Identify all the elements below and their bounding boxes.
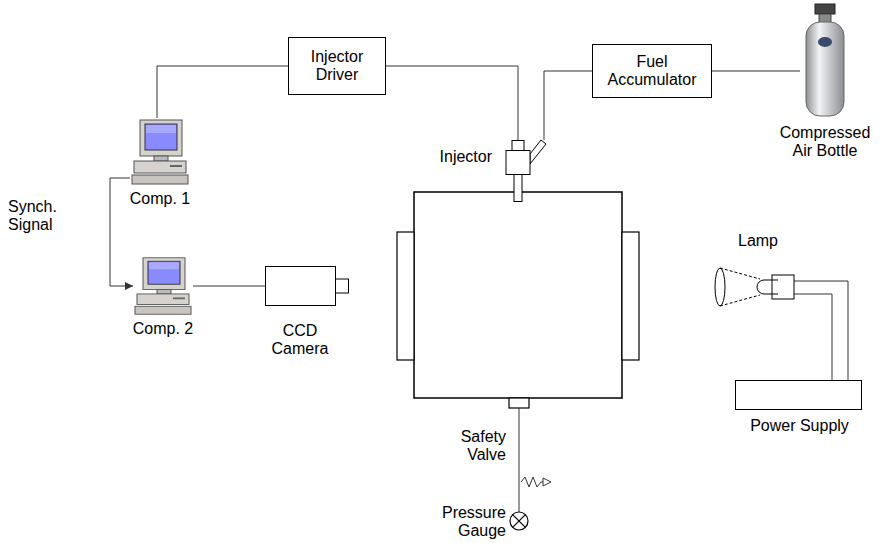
- connector: [110, 178, 133, 286]
- signal-label: Synch. Signal: [8, 198, 72, 235]
- gauge-pipe: [519, 408, 520, 512]
- node-label: Comp. 1: [120, 190, 200, 208]
- label-holder: Power Supply: [736, 417, 863, 435]
- gauge-cross: [513, 515, 526, 528]
- chamber-window: [622, 232, 639, 360]
- lamp: Lamp: [714, 266, 794, 308]
- edge-label-holder: Synch. Signal: [8, 198, 72, 235]
- injector: Injector: [500, 140, 546, 202]
- computer-icon: [133, 256, 193, 316]
- label-holder: CCD Camera: [257, 322, 343, 359]
- air-bottle-icon: [800, 2, 850, 118]
- label-holder: Comp. 2: [123, 320, 203, 338]
- computer: Comp. 1: [130, 118, 190, 186]
- part-label: Pressure Gauge: [414, 504, 506, 541]
- node-label: Lamp: [728, 232, 788, 250]
- driver-box: Injector Driver: [288, 37, 386, 95]
- part-label: Safety Valve: [420, 428, 506, 465]
- computer: Comp. 2: [133, 256, 193, 316]
- computer-icon: [130, 118, 190, 186]
- connector: [157, 66, 288, 118]
- power-supply-box: Power Supply: [735, 380, 862, 410]
- camera-icon: [265, 266, 349, 306]
- label-holder: Safety Valve: [420, 428, 506, 465]
- connector: [544, 71, 592, 140]
- node-label: Power Supply: [736, 417, 863, 435]
- node-label: Injector: [416, 148, 492, 166]
- chamber-window: [397, 232, 414, 360]
- node-label: Fuel Accumulator: [599, 53, 705, 90]
- air-bottle: Compressed Air Bottle: [800, 2, 850, 118]
- node-label: Injector Driver: [295, 48, 379, 85]
- connector: [712, 71, 800, 72]
- node-label: Comp. 2: [123, 320, 203, 338]
- pressure-gauge-symbol: [510, 512, 528, 530]
- label-holder: Lamp: [728, 232, 788, 250]
- node-label: CCD Camera: [257, 322, 343, 359]
- label-holder: Injector: [416, 148, 492, 166]
- node-label: Compressed Air Bottle: [775, 124, 875, 161]
- connector: [794, 294, 832, 380]
- label-holder: Comp. 1: [120, 190, 200, 208]
- valve-arrow: [543, 478, 551, 486]
- connector: [193, 286, 265, 287]
- ccd-camera: CCD Camera: [265, 266, 349, 306]
- label-holder: Pressure Gauge: [414, 504, 506, 541]
- connector: [794, 281, 848, 380]
- label-holder: Compressed Air Bottle: [775, 124, 875, 161]
- combustion-chamber: [414, 192, 622, 398]
- lamp-icon: [714, 266, 794, 308]
- outlet-fitting: [509, 398, 529, 408]
- injector-icon: [500, 140, 546, 202]
- accumulator-box: Fuel Accumulator: [592, 44, 712, 98]
- connector: [386, 66, 518, 140]
- gauge-cross: [513, 515, 526, 528]
